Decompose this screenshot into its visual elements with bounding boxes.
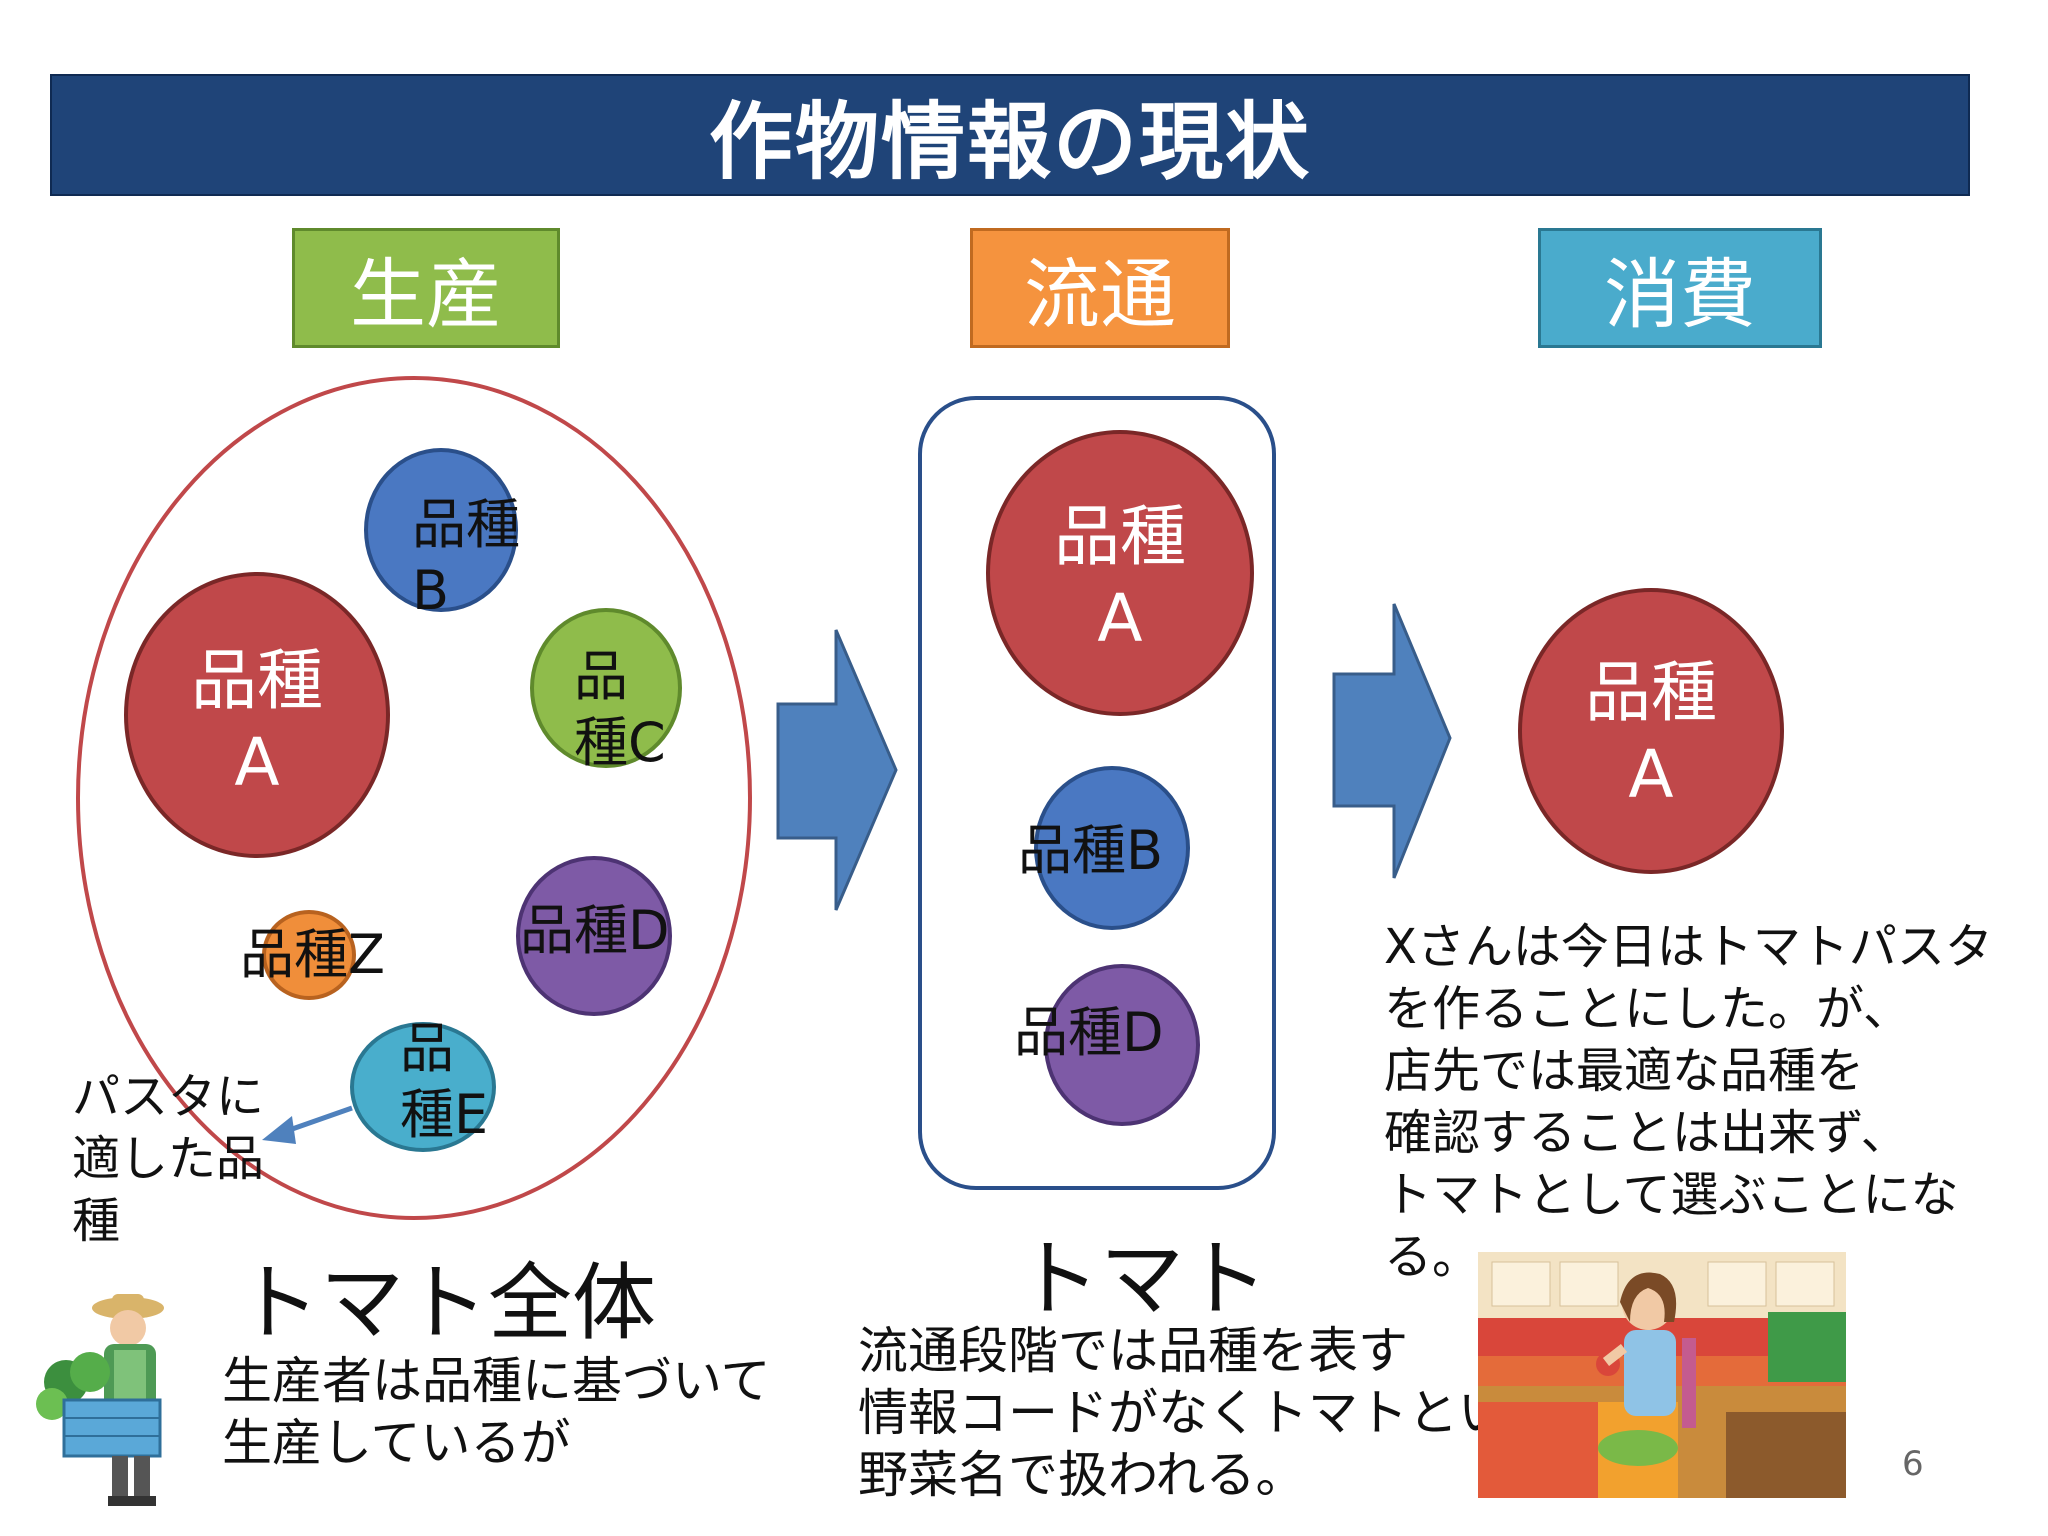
dist-variety-b-circle bbox=[1034, 766, 1190, 930]
variety-c-circle bbox=[530, 608, 682, 768]
dist-variety-d-circle bbox=[1044, 964, 1200, 1126]
dist-variety-b-label: 品種B bbox=[1018, 819, 1164, 882]
production-caption: トマト全体 bbox=[236, 1254, 657, 1352]
variety-b-circle bbox=[364, 448, 518, 612]
variety-b-label: 品種 B bbox=[412, 493, 520, 622]
cons-variety-a-label: 品種 A bbox=[1585, 654, 1717, 813]
arrow-production-to-distribution bbox=[776, 629, 898, 911]
variety-a-label: 品種 A bbox=[191, 642, 323, 801]
slide-title: 作物情報の現状 bbox=[708, 92, 1311, 191]
variety-d-label: 品種D bbox=[520, 899, 670, 962]
dist-variety-a-circle bbox=[986, 430, 1254, 716]
dist-variety-a-label: 品種 A bbox=[1054, 498, 1186, 657]
stage-distribution-label: 流通 bbox=[1024, 250, 1176, 339]
variety-d-circle bbox=[516, 856, 672, 1016]
shopper-illustration bbox=[1478, 1252, 1846, 1498]
pasta-pointer-head bbox=[262, 1116, 296, 1144]
variety-c-label: 品 種C bbox=[574, 645, 666, 774]
page-number: 6 bbox=[1902, 1444, 1924, 1484]
distribution-text: 流通段階では品種を表す 情報コードがなくトマトという 野菜名で扱われる。 bbox=[858, 1322, 1558, 1504]
dist-variety-d-label: 品種D bbox=[1014, 1001, 1164, 1064]
distribution-box bbox=[918, 396, 1276, 1190]
production-ellipse bbox=[76, 376, 752, 1220]
pasta-note: パスタに 適した品 種 bbox=[72, 1069, 265, 1249]
variety-z-label: 品種Z bbox=[240, 923, 385, 986]
stage-distribution: 流通 bbox=[970, 228, 1230, 348]
variety-z-circle bbox=[262, 910, 356, 1000]
farmer-illustration bbox=[36, 1294, 164, 1506]
distribution-caption: トマト bbox=[1016, 1230, 1269, 1328]
stage-consumption-label: 消費 bbox=[1604, 250, 1756, 339]
stage-consumption: 消費 bbox=[1538, 228, 1822, 348]
variety-e-label: 品 種E bbox=[400, 1017, 489, 1146]
variety-e-circle bbox=[350, 1022, 496, 1152]
consumption-text: Xさんは今日はトマトパスタ を作ることにした。が、 店先では最適な品種を 確認す… bbox=[1384, 919, 1993, 1285]
arrow-distribution-to-consumption bbox=[1332, 603, 1452, 879]
production-text: 生産者は品種に基づいて 生産しているが bbox=[222, 1352, 771, 1472]
title-bar: 作物情報の現状 bbox=[50, 74, 1970, 196]
cons-variety-a-circle bbox=[1518, 588, 1784, 874]
stage-production-label: 生産 bbox=[350, 250, 502, 339]
variety-a-circle bbox=[124, 572, 390, 858]
stage-production: 生産 bbox=[292, 228, 560, 348]
